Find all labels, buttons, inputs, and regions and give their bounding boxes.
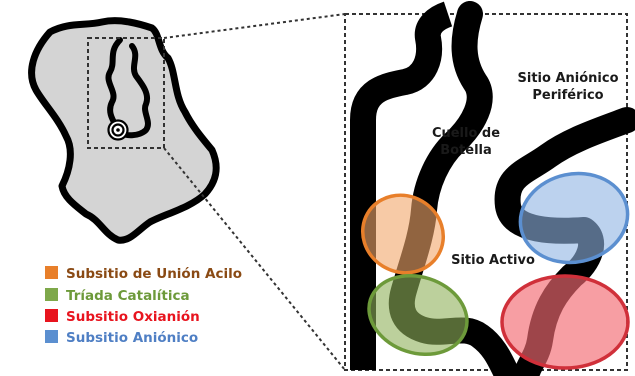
legend-item-oxyanion: Subsitio Oxianión [45,309,200,325]
legend: Subsitio de Unión Acilo Tríada Catalític… [45,266,242,346]
peripheral-anionic-site-label-1: Sitio Aniónico [518,71,619,86]
legend-label-triad: Tríada Catalítica [66,288,190,304]
legend-label-anionic: Subsitio Aniónico [66,330,198,346]
anionic-subsite-ellipse [518,171,630,265]
zoom-connectors [163,13,346,371]
legend-swatch-anionic [45,330,58,343]
legend-label-acyl: Subsitio de Unión Acilo [66,266,242,282]
bottleneck-label-2: Botella [440,143,492,158]
active-site-label: Sitio Activo [451,253,535,268]
legend-item-triad: Tríada Catalítica [45,288,190,304]
concentric-circles-icon [107,119,129,141]
protein-overview [28,17,220,244]
zoom-region-box [87,37,165,149]
bottleneck-label-1: Cuello de [432,126,500,141]
legend-label-oxyanion: Subsitio Oxianión [66,309,200,325]
legend-swatch-oxyanion [45,309,58,322]
legend-item-anionic: Subsitio Aniónico [45,330,198,346]
oxyanion-subsite-ellipse [500,274,630,370]
zoom-panel: Sitio Aniónico Periférico Cuello de Bote… [344,1,635,376]
legend-swatch-acyl [45,266,58,279]
gorge-wall-left [350,1,453,370]
acyl-binding-subsite-ellipse [360,193,446,275]
peripheral-anionic-site-label-2: Periférico [532,88,603,103]
legend-swatch-triad [45,288,58,301]
catalytic-triad-ellipse [367,273,469,357]
legend-item-acyl: Subsitio de Unión Acilo [45,266,242,282]
protein-cavity [105,37,151,139]
